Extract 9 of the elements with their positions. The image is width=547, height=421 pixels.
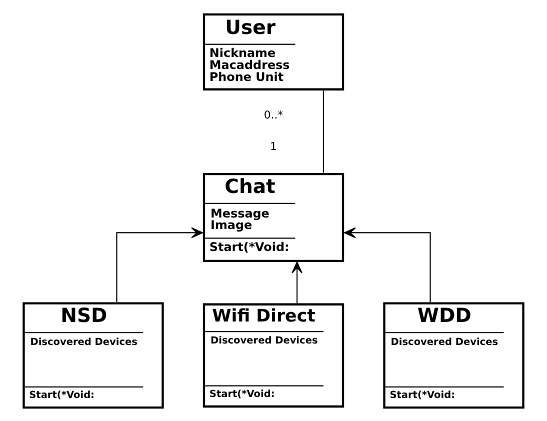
- connector: [322, 90, 324, 172]
- arrow: [344, 226, 431, 302]
- node-box: Chat Message Image Start(*Void:: [202, 172, 344, 262]
- arrow: [292, 261, 302, 303]
- arrow: [116, 226, 203, 302]
- node-box: User Nickname Macaddress Phone Unit: [202, 12, 344, 90]
- label: 0..*: [264, 108, 284, 122]
- node-box: Wifi Direct Discovered Devices Start(*Void:: [202, 302, 344, 408]
- label: 1: [270, 140, 277, 153]
